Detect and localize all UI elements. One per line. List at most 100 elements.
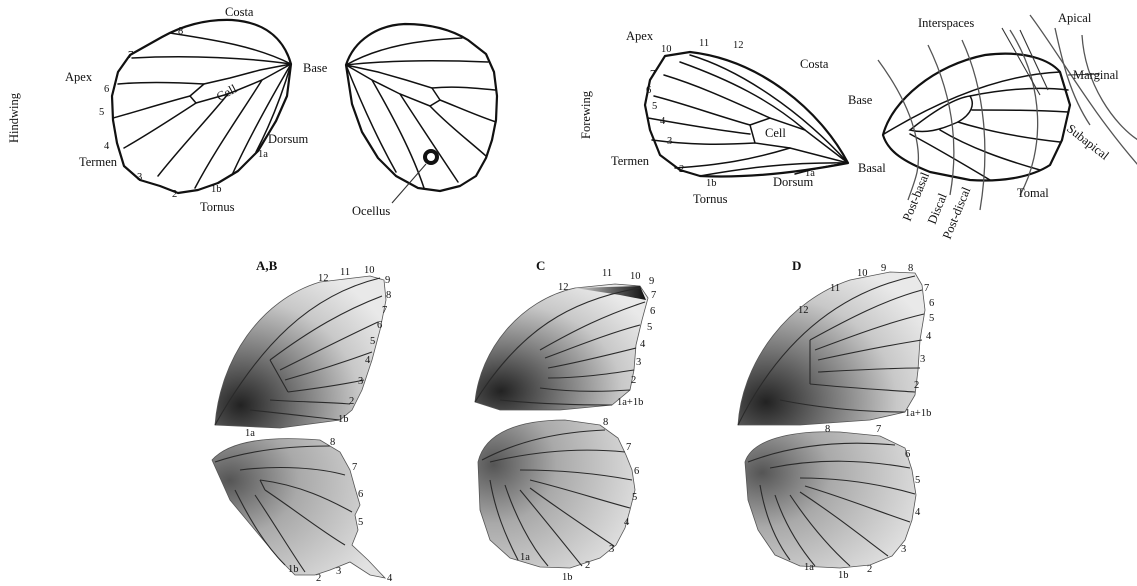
fw-vein-number: 1b: [706, 178, 717, 189]
vein-number: 1a: [258, 149, 268, 160]
hindwing-left-vein: [132, 57, 291, 64]
hindwing-left-vein: [124, 103, 196, 148]
d-hw-num: 1a: [804, 562, 814, 573]
zone-label-marginal: Marginal: [1073, 68, 1119, 82]
panel-heading-c: C: [536, 258, 545, 273]
forewing-zones-diagram: Interspaces Apical Marginal Subapical Ba…: [858, 11, 1137, 241]
zone-label-post-discal: Post-discal: [940, 185, 974, 242]
hindwing-left-vein: [118, 83, 204, 85]
label-dorsum: Dorsum: [268, 132, 309, 146]
hindwing-row-title: Hindwing: [7, 92, 21, 143]
fw-label-costa: Costa: [800, 57, 829, 71]
label-base: Base: [303, 61, 328, 75]
hindwing-right-vein: [372, 80, 424, 188]
ab-hw-num: 4: [387, 573, 393, 581]
ab-fw-num: 8: [386, 290, 391, 301]
c-hw-num: 6: [634, 466, 639, 477]
c-fw-num: 5: [647, 322, 652, 333]
label-cell: Cell: [214, 81, 239, 103]
label-ocellus: Ocellus: [352, 204, 390, 218]
ab-hw-num: 7: [352, 462, 357, 473]
fw-vein-number: 12: [733, 40, 744, 51]
hindwing-right-vein: [346, 65, 396, 172]
vein-number: 4: [104, 141, 110, 152]
fw-vein-number: 1a: [805, 168, 815, 179]
c-fw-num: 4: [640, 339, 646, 350]
d-fw-num: 1a+1b: [905, 408, 931, 419]
d-hw-num: 3: [901, 544, 906, 555]
vein-number: 5: [99, 107, 104, 118]
c-hw-num: 2: [585, 560, 590, 571]
ab-fw-num: 10: [364, 265, 375, 276]
specimen-panel-c: C 12 11 10 9 7 6 5 4 3: [475, 258, 656, 581]
ocellus-pupil: [427, 153, 435, 161]
d-hw-num: 1b: [838, 570, 849, 581]
hindwing-right-vein: [400, 94, 458, 182]
d-fw-num: 4: [926, 331, 932, 342]
hindwing-left-vein: [170, 33, 291, 64]
specimen-d-forewing: [738, 272, 925, 425]
specimen-panel-d: D 10 9 8 11 7 6 5 12 4: [738, 258, 934, 581]
specimen-ab-forewing: [215, 276, 386, 428]
zones-wing-outline: [883, 54, 1070, 181]
panel-heading-ab: A,B: [256, 258, 278, 273]
ab-hw-num: 3: [336, 566, 341, 577]
fw-vein-number: 4: [660, 116, 666, 127]
c-fw-num: 1a+1b: [617, 397, 643, 408]
zone-label-apical: Apical: [1058, 11, 1092, 25]
vein-number: 7: [128, 50, 133, 61]
d-fw-num: 6: [929, 298, 934, 309]
zone-label-tornal: Tomal: [1017, 186, 1049, 200]
hindwing-right-vein: [432, 87, 495, 90]
label-costa: Costa: [225, 5, 254, 19]
vein-number: 8: [178, 26, 183, 37]
ab-hw-num: 1b: [288, 564, 299, 575]
hindwing-diagram-right: [346, 24, 497, 203]
d-hw-num: 8: [825, 424, 830, 435]
specimen-ab-hindwing: [212, 439, 385, 578]
c-fw-num: 11: [602, 268, 612, 279]
c-fw-num: 2: [631, 375, 636, 386]
hindwing-left-outline: [112, 20, 291, 193]
panel-heading-d: D: [792, 258, 801, 273]
d-fw-num: 11: [830, 283, 840, 294]
ab-fw-num: 7: [382, 305, 387, 316]
d-fw-num: 2: [914, 380, 919, 391]
zones-vein: [970, 88, 1068, 96]
label-tornus: Tornus: [200, 200, 235, 214]
d-hw-num: 5: [915, 475, 920, 486]
fw-vein-number: 3: [667, 136, 672, 147]
ab-fw-num: 11: [340, 267, 350, 278]
ab-hw-num: 6: [358, 489, 363, 500]
ab-fw-num: 4: [365, 355, 371, 366]
fw-label-termen: Termen: [611, 154, 650, 168]
c-fw-num: 6: [650, 306, 655, 317]
forewing-vein: [664, 75, 770, 118]
zones-vein: [972, 110, 1068, 112]
c-fw-num: 9: [649, 276, 654, 287]
d-fw-num: 3: [920, 354, 925, 365]
d-fw-num: 5: [929, 313, 934, 324]
fw-label-base: Base: [848, 93, 873, 107]
fw-vein-number: 5: [652, 101, 657, 112]
c-fw-num: 7: [651, 290, 656, 301]
zones-vein: [958, 122, 1060, 142]
c-hw-num: 1a: [520, 552, 530, 563]
vein-number: 2: [172, 189, 177, 200]
forewing-vein: [654, 96, 750, 125]
d-fw-num: 9: [881, 263, 886, 274]
d-hw-num: 7: [876, 424, 881, 435]
vein-number: 3: [137, 172, 142, 183]
d-hw-num: 2: [867, 564, 872, 575]
ab-fw-num: 2: [349, 396, 354, 407]
fw-vein-number: 7: [650, 69, 655, 80]
vein-number: 6: [104, 84, 109, 95]
fw-vein-number: 6: [646, 85, 651, 96]
hindwing-left-cell: [190, 64, 291, 103]
ab-hw-num: 2: [316, 573, 321, 581]
hindwing-right-outline: [346, 24, 497, 191]
c-fw-num: 10: [630, 271, 641, 282]
fw-vein-number: 10: [661, 44, 672, 55]
fw-label-cell: Cell: [765, 126, 786, 140]
